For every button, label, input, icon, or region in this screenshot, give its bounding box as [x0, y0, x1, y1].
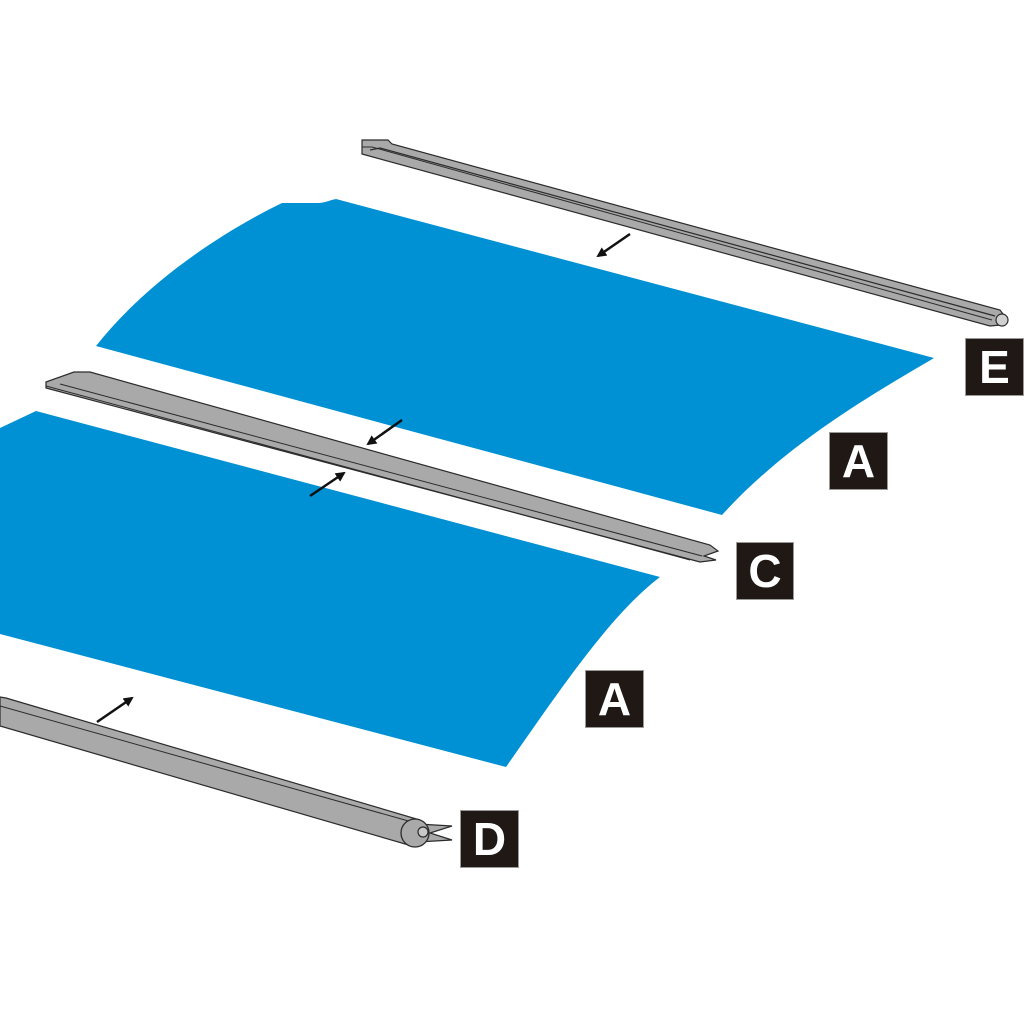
arrow-d-to-panel — [96, 696, 134, 724]
rail-e — [361, 139, 1009, 327]
label-a-lower: A — [585, 670, 644, 728]
panel-a-lower — [0, 411, 660, 767]
label-c: C — [736, 542, 794, 600]
arrow-panel-to-c-bottom — [309, 471, 346, 498]
label-a-upper: A — [829, 432, 888, 490]
panel-a-upper — [96, 199, 934, 515]
label-e: E — [965, 338, 1024, 396]
arrow-e-to-panel — [596, 232, 631, 258]
rail-d — [0, 696, 453, 848]
label-d: D — [460, 810, 519, 868]
arrow-panel-to-c-top — [366, 418, 403, 446]
rail-c — [45, 371, 720, 563]
